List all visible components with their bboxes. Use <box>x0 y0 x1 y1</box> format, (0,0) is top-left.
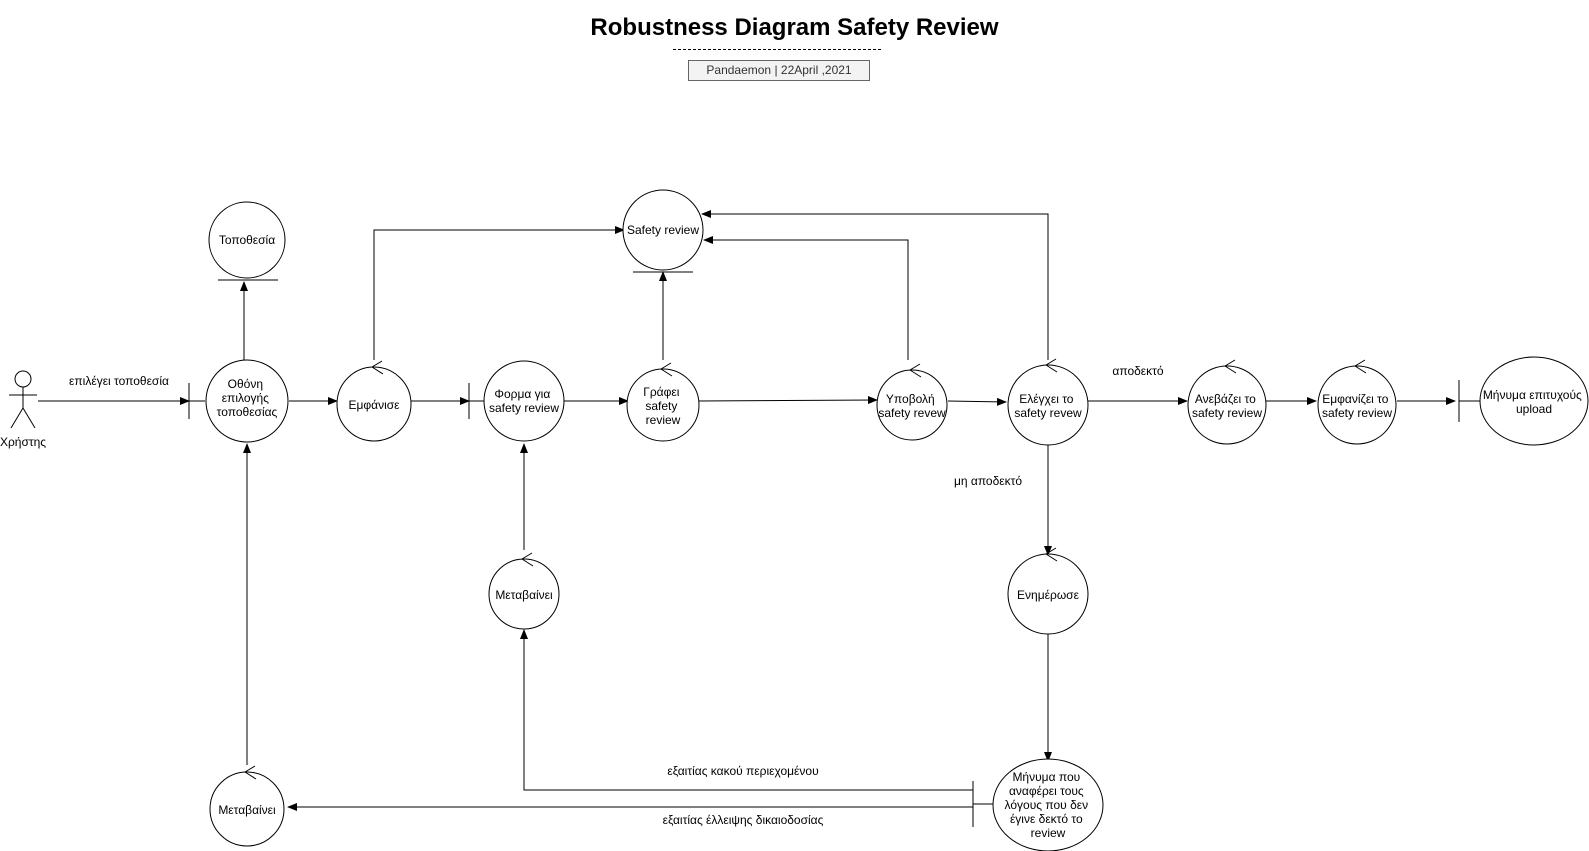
boundary-forma-label: Φορμα για safety review <box>489 387 559 415</box>
control-anevazei-label: Ανεβάζει το safety review <box>1192 392 1262 420</box>
edge-label-epilegei: επιλέγει τοποθεσία <box>69 374 169 388</box>
boundary-forma: Φορμα για safety review <box>468 360 565 442</box>
entity-safety-review-label: Safety review <box>627 223 699 237</box>
edge-ypovoli-to-elegxei <box>947 397 1007 406</box>
edge-minima-logoi-to-metavainei-mid <box>520 629 973 791</box>
boundary-minima-epityxias-label: Μήνυμα επιτυχούς upload <box>1483 388 1585 416</box>
control-metavainei-left: Μεταβαίνει <box>209 765 285 847</box>
control-enimerose: Ενημέρωσε <box>1007 547 1089 635</box>
diagram-subtitle: Pandaemon | 22April ,2021 <box>688 60 870 81</box>
edges <box>38 210 1456 811</box>
control-grafei-label: Γράφει safety review <box>643 385 683 427</box>
boundary-othoni: Οθόνη επιλογής τοποθεσίας <box>188 359 289 443</box>
entity-topothesia-label: Τοποθεσία <box>219 233 275 247</box>
edge-ypovoli-to-safety-review <box>703 236 909 360</box>
control-metavainei-mid-label: Μεταβαίνει <box>495 588 553 602</box>
actor-icon <box>9 370 37 429</box>
edge-label-apodekto: αποδεκτό <box>1112 364 1163 378</box>
control-ypovoli: Υποβολή safety revew <box>876 363 948 441</box>
entity-safety-review: Safety review <box>622 189 704 273</box>
edge-emfanise-to-safety-review <box>373 226 625 360</box>
actor-label: Χρήστης <box>0 435 46 449</box>
actor-user: Χρήστης <box>0 370 46 449</box>
control-elegxei-label: Ελέγχει το safety revew <box>1014 392 1082 420</box>
entity-topothesia: Τοποθεσία <box>208 201 286 281</box>
control-emfanizei-label: Εμφανίζει το safety review <box>1322 392 1392 420</box>
boundary-minima-logoi-label: Μήνυμα που αναφέρει τους λόγους που δεν … <box>1005 770 1092 840</box>
control-metavainei-left-label: Μεταβαίνει <box>218 803 276 817</box>
edge-label-elleipsis: εξαιτίας έλλειψης δικαιοδοσίας <box>663 813 824 827</box>
edge-elegxei-to-safety-review <box>701 210 1049 360</box>
control-ypovoli-label: Υποβολή safety revew <box>878 392 946 420</box>
title-underline <box>673 49 881 50</box>
control-anevazei: Ανεβάζει το safety review <box>1187 359 1267 445</box>
edge-label-mi-apodekto: μη αποδεκτό <box>954 474 1022 488</box>
control-emfanizei: Εμφανίζει το safety review <box>1317 359 1397 445</box>
control-elegxei: Ελέγχει το safety revew <box>1007 358 1089 446</box>
control-emfanise-label: Εμφάνισε <box>348 398 400 412</box>
edge-label-kakou: εξαιτίας κακού περιεχομένου <box>667 764 818 778</box>
control-metavainei-mid: Μεταβαίνει <box>488 552 560 630</box>
control-enimerose-label: Ενημέρωσε <box>1017 588 1080 602</box>
control-emfanise: Εμφάνισε <box>336 360 412 442</box>
control-grafei: Γράφει safety review <box>626 362 700 442</box>
boundary-othoni-label: Οθόνη επιλογής τοποθεσίας <box>217 377 278 419</box>
boundary-minima-epityxias: Μήνυμα επιτυχούς upload <box>1458 356 1589 446</box>
diagram-title: Robustness Diagram Safety Review <box>590 14 999 41</box>
edge-grafei-to-ypovoli <box>697 396 878 405</box>
boundary-minima-logoi: Μήνυμα που αναφέρει τους λόγους που δεν … <box>972 758 1104 851</box>
